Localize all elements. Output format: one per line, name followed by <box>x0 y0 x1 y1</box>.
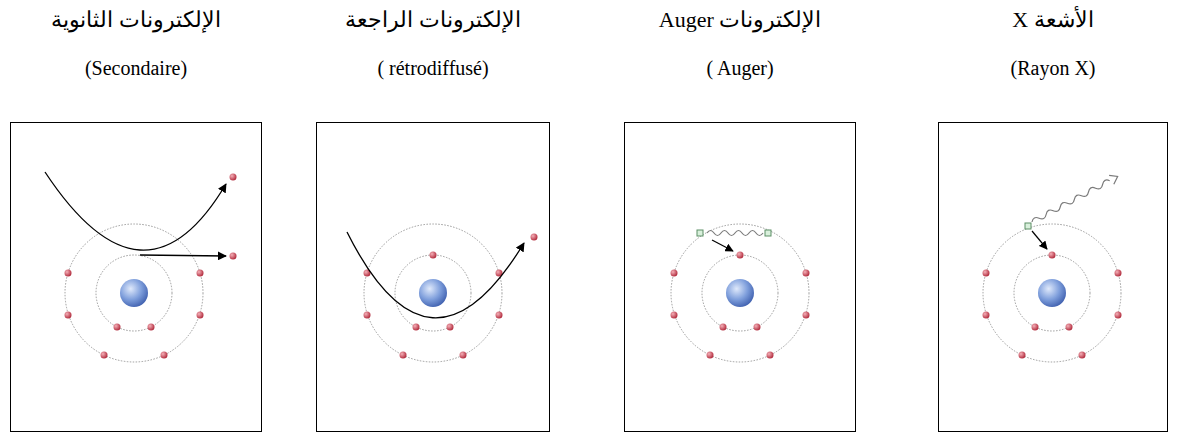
outer-shell <box>671 224 809 362</box>
panel-heading: الإلكترونات Auger <box>659 6 821 35</box>
panel: الأشعة X (Rayon X) <box>938 0 1168 432</box>
nucleus <box>419 279 447 307</box>
electron <box>1115 270 1122 277</box>
panel: الإلكترونات الثانوية (Secondaire) <box>10 0 262 432</box>
vacancy-marker <box>697 230 703 236</box>
nucleus <box>120 279 148 307</box>
backscatter-path <box>347 232 524 318</box>
electron <box>671 312 678 319</box>
auger-atom <box>671 224 810 362</box>
electron <box>447 324 454 331</box>
photon-wave <box>1031 178 1111 224</box>
photon-arrowhead <box>1109 172 1120 184</box>
electron <box>1079 352 1086 359</box>
ejected-path <box>140 255 226 256</box>
electron <box>161 352 168 359</box>
panel-subtitle: ( rétrodiffusé) <box>377 55 488 81</box>
transition-arrow <box>1032 231 1047 249</box>
panel-frame <box>938 122 1168 432</box>
electron <box>65 270 72 277</box>
electron <box>114 324 121 331</box>
secondary-atom <box>45 172 237 362</box>
panel: الإلكترونات Auger ( Auger) <box>624 0 856 432</box>
electron <box>803 312 810 319</box>
panel-heading: الأشعة X <box>1012 6 1093 35</box>
electron <box>460 352 467 359</box>
electron <box>983 270 990 277</box>
electron <box>1049 252 1056 259</box>
electron <box>803 270 810 277</box>
panel-frame <box>316 122 550 432</box>
nucleus <box>1038 279 1066 307</box>
backscatter-atom <box>347 224 538 362</box>
nucleus <box>726 279 754 307</box>
electron <box>496 312 503 319</box>
electron <box>707 352 714 359</box>
electron <box>65 312 72 319</box>
transition-arrow <box>712 240 733 251</box>
electron <box>430 252 437 259</box>
electrons <box>65 174 237 359</box>
electron <box>197 312 204 319</box>
panel-heading: الإلكترونات الراجعة <box>345 6 521 35</box>
electron <box>230 253 237 260</box>
electron <box>754 324 761 331</box>
outer-shell <box>364 224 502 362</box>
xray-atom <box>983 172 1122 362</box>
panel-subtitle: (Rayon X) <box>1011 55 1096 81</box>
outer-shell <box>983 224 1121 362</box>
xray-photon <box>1030 172 1120 226</box>
electron <box>101 352 108 359</box>
energy-wave <box>707 231 763 236</box>
electrons <box>983 252 1122 359</box>
electron <box>1115 312 1122 319</box>
outer-shell <box>65 224 203 362</box>
panel: الإلكترونات الراجعة ( rétrodiffusé) <box>316 0 550 432</box>
electron <box>531 234 538 241</box>
incident-path <box>45 172 226 250</box>
inner-shell <box>395 255 471 331</box>
electron <box>413 324 420 331</box>
electron <box>148 324 155 331</box>
panel-frame <box>10 122 262 432</box>
electron <box>364 312 371 319</box>
inner-shell <box>702 255 778 331</box>
electron <box>230 174 237 181</box>
electron <box>1066 324 1073 331</box>
electron <box>767 352 774 359</box>
electron <box>737 252 744 259</box>
electron <box>983 312 990 319</box>
electrons <box>671 252 810 359</box>
electron <box>671 270 678 277</box>
electron <box>400 352 407 359</box>
inner-shell <box>96 255 172 331</box>
auger-electron-marker <box>765 230 771 236</box>
electron <box>1032 324 1039 331</box>
electron <box>720 324 727 331</box>
panel-heading: الإلكترونات الثانوية <box>51 6 221 35</box>
panel-subtitle: ( Auger) <box>706 55 773 81</box>
panel-frame <box>624 122 856 432</box>
electron <box>1019 352 1026 359</box>
vacancy-marker <box>1025 223 1031 229</box>
electron <box>197 270 204 277</box>
inner-shell <box>1014 255 1090 331</box>
panel-subtitle: (Secondaire) <box>85 55 187 81</box>
